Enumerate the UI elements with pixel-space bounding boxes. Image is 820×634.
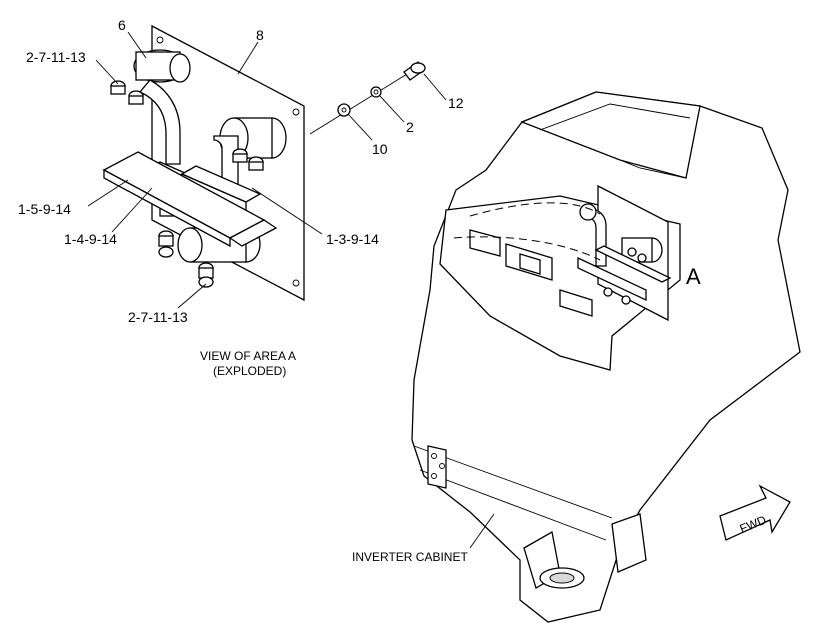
- bolt-group-bottom: [158, 230, 214, 288]
- leader-lines: [87, 31, 447, 309]
- hardware-stack: [309, 61, 426, 135]
- inverter-cabinet-label: INVERTER CABINET: [352, 550, 468, 564]
- callout-2: 2: [406, 119, 414, 135]
- view-caption-line2: (EXPLODED): [213, 364, 286, 378]
- view-caption-line1: VIEW OF AREA A: [200, 349, 296, 363]
- bolt-group-top: [110, 80, 264, 171]
- callout-8: 8: [256, 27, 264, 43]
- callout-12: 12: [448, 95, 464, 111]
- inverter-cabinet: [411, 91, 801, 623]
- callout-1-5-9-14: 1-5-9-14: [18, 201, 71, 217]
- callout-2-7-11-13-top: 2-7-11-13: [26, 49, 86, 65]
- callout-2-7-11-13-bottom: 2-7-11-13: [128, 309, 188, 325]
- forward-arrow-icon: FWD: [719, 484, 791, 541]
- callout-1-4-9-14: 1-4-9-14: [64, 231, 117, 247]
- callout-10: 10: [372, 141, 388, 157]
- callout-6: 6: [118, 17, 126, 33]
- exploded-bracket-assembly: [102, 24, 426, 302]
- area-a-label: A: [686, 264, 701, 289]
- callout-1-3-9-14: 1-3-9-14: [326, 231, 379, 247]
- inverter-leader: [469, 513, 495, 549]
